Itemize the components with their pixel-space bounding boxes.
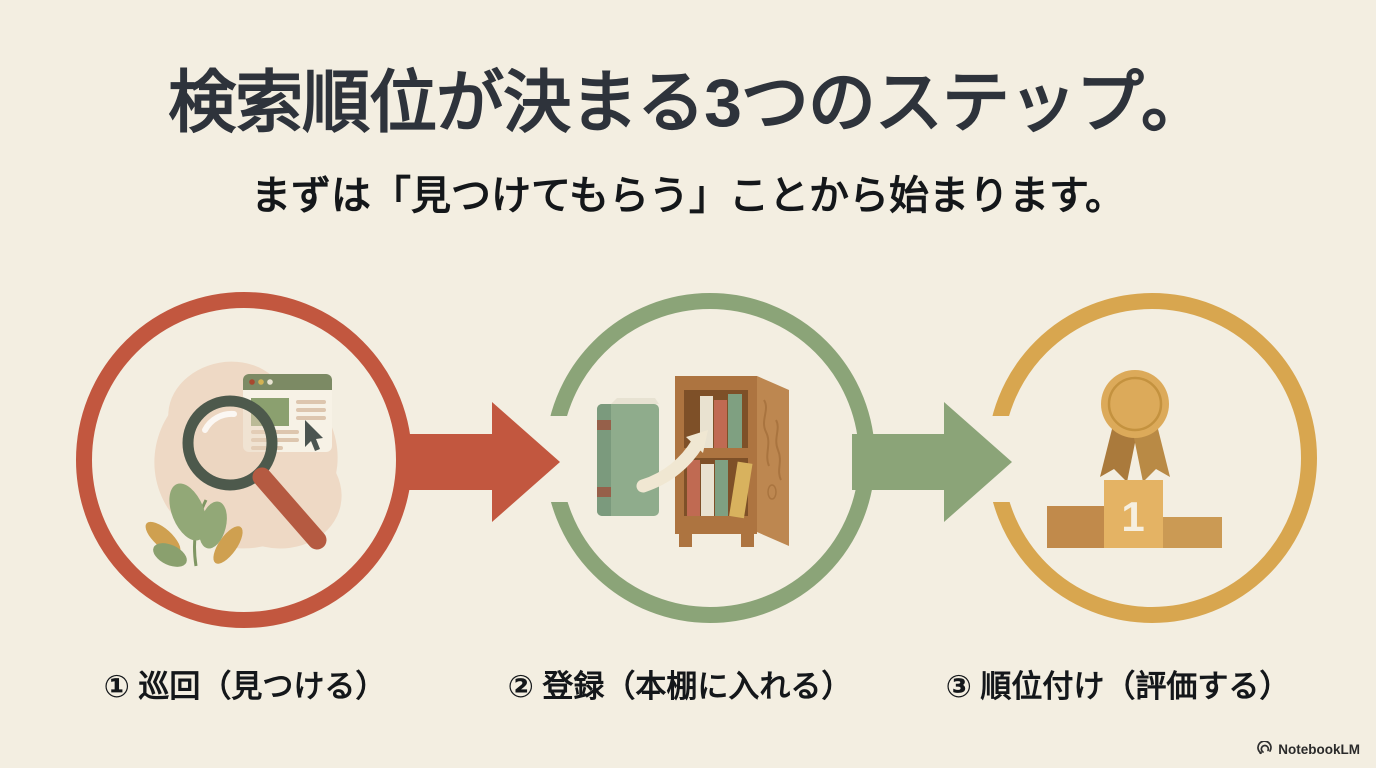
page-title: 検索順位が決まる3つのステップ。 [168,65,1209,141]
magnifier-handle [252,467,327,550]
step-label-crawl: ① 巡回（見つける） [103,669,387,704]
arrow-step1-to-step2 [400,402,560,522]
shelf-leg [741,534,754,547]
medal-icon [1100,370,1170,482]
podium-icon: 1 [1047,480,1222,548]
shelf-leg [679,534,692,547]
notebooklm-watermark: NotebookLM [1257,741,1360,757]
step-2-index [545,293,875,623]
book-icon [597,398,659,516]
cursor-icon [305,420,323,451]
browser-dot-pale [267,379,273,385]
podium-first-place [1104,480,1163,548]
insert-arrow-icon [636,430,708,493]
step-3-rank: 1 [987,293,1317,623]
podium-rank-number: 1 [1121,493,1144,540]
page-subtitle: まずは「見つけてもらう」ことから始まります。 [251,174,1125,218]
bookshelf-icon [675,376,789,547]
podium-third-place [1163,517,1222,548]
podium-second-place [1047,506,1104,548]
magnifying-glass-icon [182,395,327,550]
step-1-crawl [76,292,412,628]
arrow-step2-to-step3 [852,402,1012,522]
magnifying-glass-over-webpage-icon [145,361,342,567]
plant-icon [145,483,243,567]
browser-dot-yellow [258,379,264,385]
step-label-index: ② 登録（本棚に入れる） [507,669,853,704]
book-into-bookshelf-icon [597,376,789,547]
browser-dot-red [249,379,255,385]
step-label-rank: ③ 順位付け（評価する） [945,669,1291,704]
notebooklm-logo-icon [1257,741,1273,755]
watermark-label: NotebookLM [1278,741,1360,757]
medal-and-winner-podium-icon: 1 [1047,370,1222,548]
wood-grain [763,399,782,500]
